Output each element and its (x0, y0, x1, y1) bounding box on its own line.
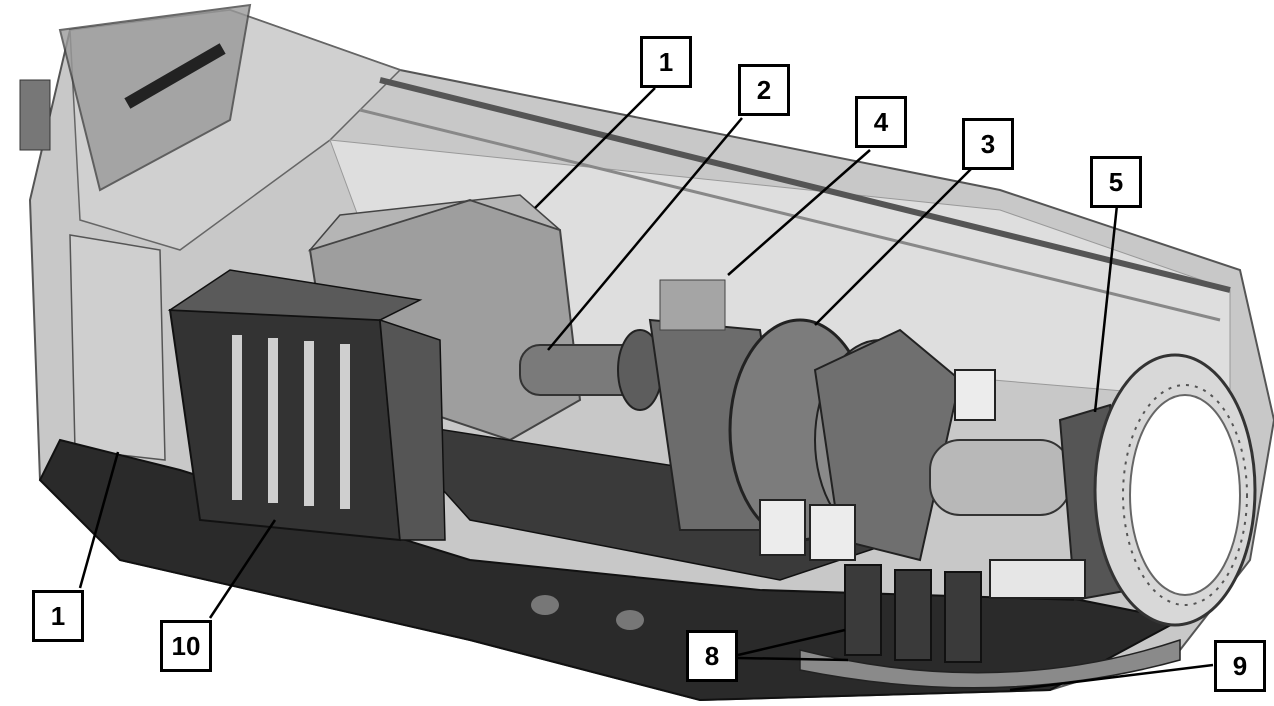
converter-fin-2 (268, 338, 278, 503)
callout-1-top: 1 (640, 36, 692, 88)
hub-bolt-circle (1122, 384, 1248, 606)
generator-box-top (307, 194, 561, 252)
callout-8: 8 (686, 630, 738, 682)
callout-5: 5 (1090, 156, 1142, 208)
bedplate-hole-1 (531, 595, 559, 615)
roof-hatch-slot (124, 43, 226, 109)
brake-box (989, 559, 1086, 599)
leader-c5 (1093, 204, 1119, 413)
top-rail-inner (359, 108, 1221, 322)
callout-4: 4 (855, 96, 907, 148)
converter-fin-4 (340, 344, 350, 509)
gearbox-top-unit (659, 279, 726, 331)
leader-c1-bottom (78, 451, 120, 589)
callout-1-bottom: 1 (32, 590, 84, 642)
leader-c8-a (737, 628, 846, 657)
leader-c1-top (534, 87, 656, 209)
torque-arm-1 (759, 499, 806, 556)
leader-c8-b (737, 656, 849, 662)
roof-hatch (58, 3, 252, 192)
hoist-post (19, 79, 51, 151)
yaw-ring (799, 638, 1181, 689)
yaw-drive-3 (944, 571, 982, 663)
callout-2: 2 (738, 64, 790, 116)
torque-arm-3 (954, 369, 996, 421)
side-panel (379, 318, 446, 541)
leader-c3 (814, 164, 976, 326)
leader-c10 (208, 519, 277, 619)
top-rail (379, 77, 1231, 293)
hub-flange-face (1129, 394, 1241, 596)
converter-cabinet (168, 308, 402, 542)
yaw-drive-2 (894, 569, 932, 661)
callout-10: 10 (160, 620, 212, 672)
callout-3: 3 (962, 118, 1014, 170)
cabinet-left (69, 234, 166, 461)
leader-c4 (727, 149, 871, 276)
leader-c9 (1009, 663, 1214, 692)
callout-9: 9 (1214, 640, 1266, 692)
torque-arm-2 (809, 504, 856, 561)
converter-cabinet-top (167, 269, 423, 321)
main-shaft (929, 439, 1071, 516)
leader-c2 (547, 117, 743, 351)
bedplate-hole-2 (616, 610, 644, 630)
converter-fin-1 (232, 335, 242, 500)
converter-fin-3 (304, 341, 314, 506)
yaw-drive-1 (844, 564, 882, 656)
